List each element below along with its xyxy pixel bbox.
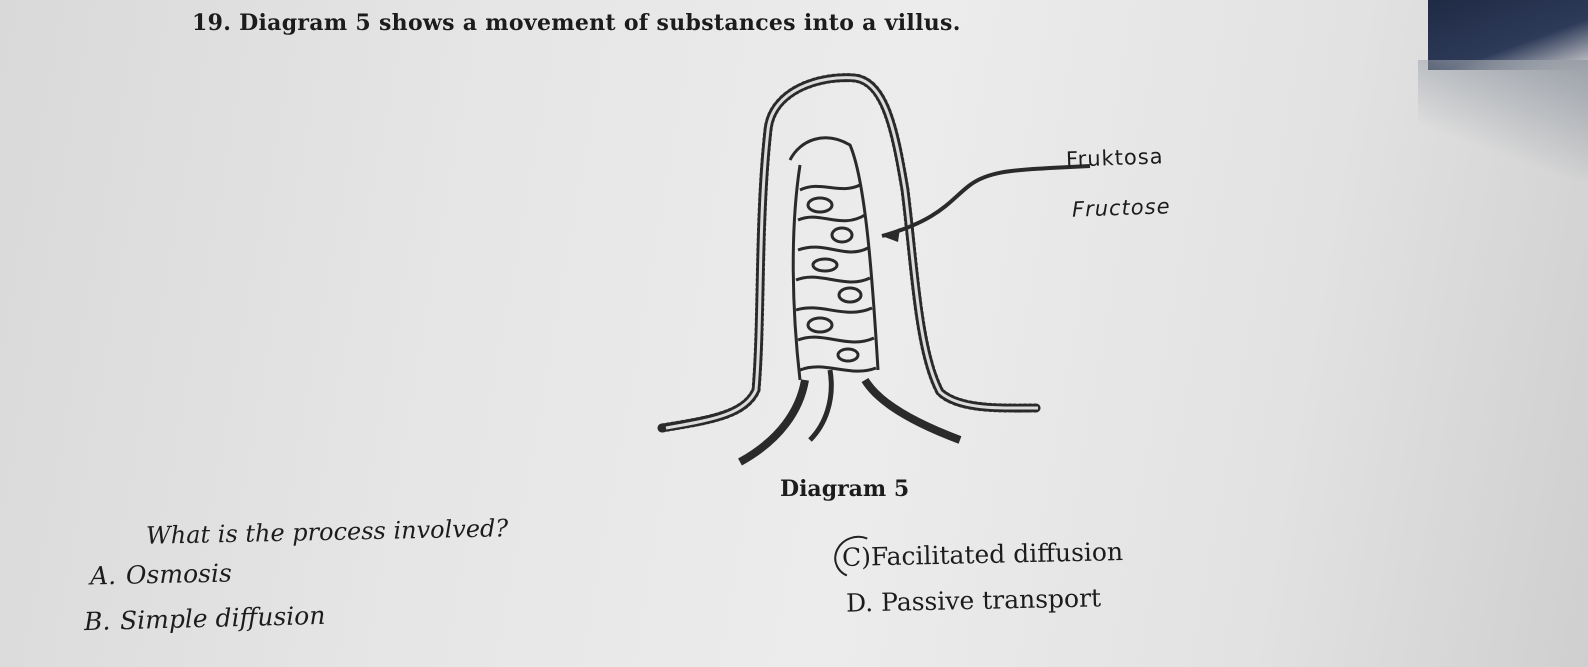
background-corner xyxy=(1428,0,1588,70)
option-a[interactable]: A. Osmosis xyxy=(90,559,232,591)
page-edge-shadow xyxy=(1418,60,1588,180)
villus-outer-wall-inner xyxy=(665,76,1039,430)
option-text: Passive transport xyxy=(880,583,1102,617)
fructose-pointer-arrow xyxy=(882,228,900,242)
option-letter: D. xyxy=(845,588,874,618)
option-letter: C) xyxy=(841,542,872,572)
option-c[interactable]: C)Facilitated diffusion xyxy=(842,537,1124,572)
vessel-left-leg xyxy=(738,379,809,466)
option-text: Osmosis xyxy=(125,558,233,590)
fructose-pointer-line xyxy=(881,164,1091,238)
villus-diagram xyxy=(657,73,1091,466)
option-text: Facilitated diffusion xyxy=(870,537,1124,572)
question-text: 19. Diagram 5 shows a movement of substa… xyxy=(192,10,961,36)
vessel-mid xyxy=(808,369,834,442)
option-letter: A. xyxy=(89,560,117,591)
option-d[interactable]: D. Passive transport xyxy=(846,583,1102,617)
label-fructose: Fructose xyxy=(1071,194,1171,222)
vessel-right-leg xyxy=(861,377,962,444)
option-text: Simple diffusion xyxy=(119,600,326,636)
capillary-network xyxy=(788,136,880,381)
label-fruktosa: Fruktosa xyxy=(1065,144,1164,172)
diagram-caption: Diagram 5 xyxy=(780,476,910,502)
prompt-text: What is the process involved? xyxy=(145,514,509,550)
option-b[interactable]: B. Simple diffusion xyxy=(84,601,326,636)
option-letter: B. xyxy=(83,606,111,637)
